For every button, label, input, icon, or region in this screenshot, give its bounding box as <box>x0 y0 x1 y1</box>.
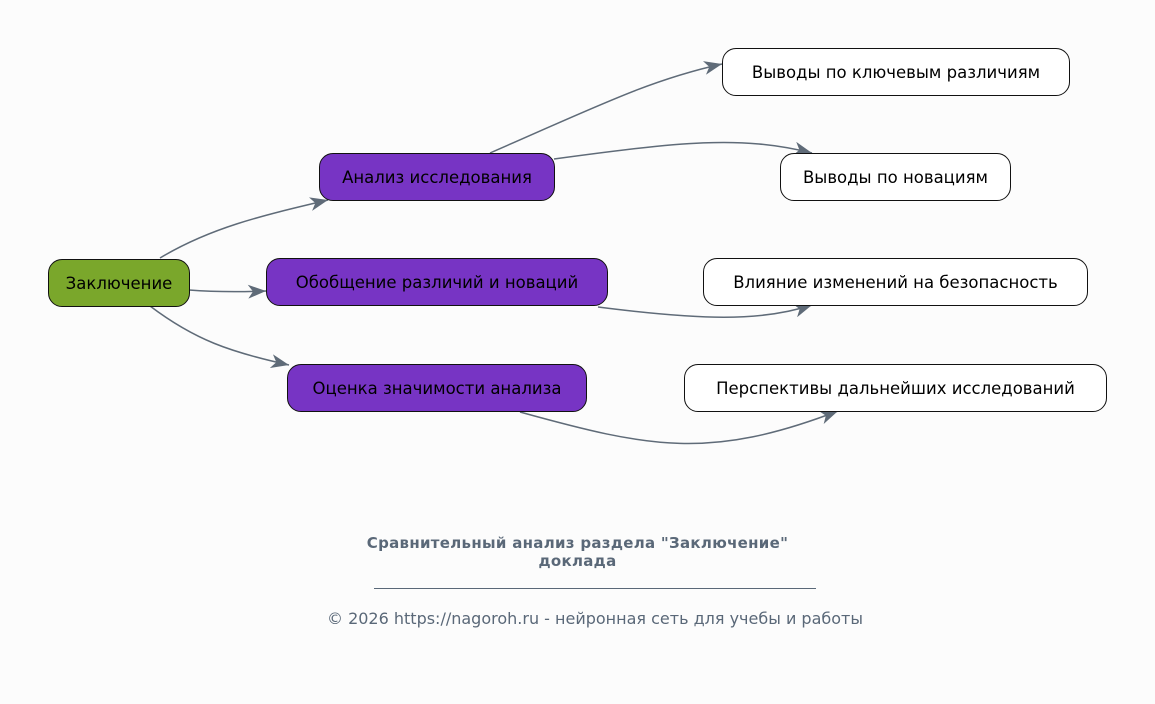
edge-root-assessment <box>149 305 290 368</box>
footer-text: © 2026 https://nagoroh.ru - нейронная се… <box>326 609 863 628</box>
node-root[interactable]: Заключение <box>48 259 190 307</box>
diagram-title: Сравнительный анализ раздела "Заключение… <box>0 534 1155 570</box>
node-summary[interactable]: Обобщение различий и новаций <box>266 258 608 306</box>
node-label: Оценка значимости анализа <box>312 378 562 398</box>
edge-analysis-innovations <box>553 141 813 160</box>
edge-analysis-key-differences <box>489 61 723 154</box>
node-label: Заключение <box>65 273 173 293</box>
node-label: Перспективы дальнейших исследований <box>716 378 1075 398</box>
title-line-1: Сравнительный анализ раздела "Заключение… <box>366 534 789 552</box>
node-prospects[interactable]: Перспективы дальнейших исследований <box>684 364 1107 412</box>
node-innovations[interactable]: Выводы по новациям <box>780 153 1011 201</box>
node-assessment[interactable]: Оценка значимости анализа <box>287 364 587 412</box>
divider <box>374 588 816 589</box>
title-line-2: доклада <box>538 552 617 570</box>
node-label: Выводы по новациям <box>802 167 989 187</box>
edge-root-summary <box>188 284 267 299</box>
edge-assessment-prospects <box>519 410 839 445</box>
edge-summary-security <box>597 303 813 318</box>
node-label: Влияние изменений на безопасность <box>733 272 1058 292</box>
node-label: Анализ исследования <box>342 167 532 187</box>
node-key-differences[interactable]: Выводы по ключевым различиям <box>722 48 1070 96</box>
node-label: Выводы по ключевым различиям <box>751 62 1041 82</box>
edge-root-analysis <box>159 197 329 259</box>
node-security[interactable]: Влияние изменений на безопасность <box>703 258 1088 306</box>
node-analysis[interactable]: Анализ исследования <box>319 153 555 201</box>
node-label: Обобщение различий и новаций <box>295 272 579 292</box>
